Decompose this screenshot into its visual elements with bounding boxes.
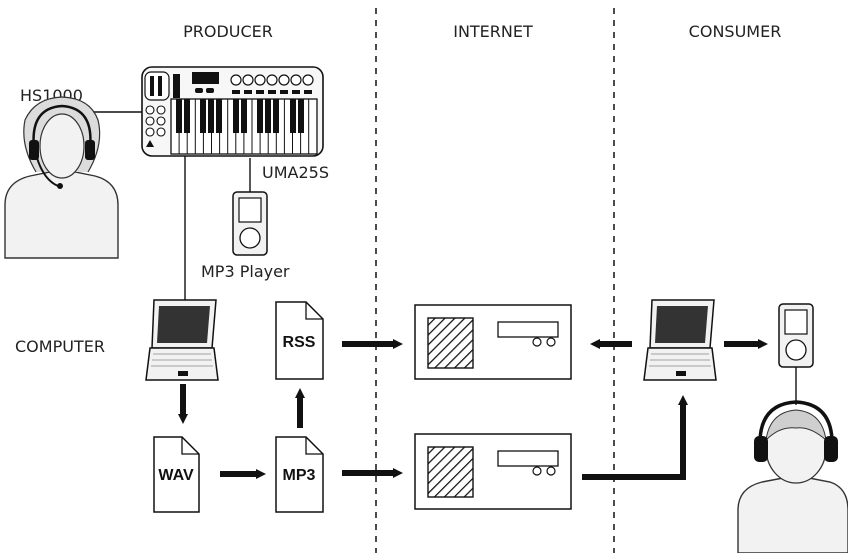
mp3-player-icon <box>232 191 268 256</box>
producer-person-icon <box>4 96 119 259</box>
wav-file-icon <box>153 436 200 513</box>
consumer-person-icon <box>737 400 848 553</box>
uma25s-keyboard-icon <box>141 66 324 157</box>
section-consumer: CONSUMER <box>689 22 782 41</box>
label-computer: COMPUTER <box>15 337 105 356</box>
mp3-file-icon <box>275 436 324 513</box>
section-producer: PRODUCER <box>183 22 273 41</box>
section-internet: INTERNET <box>453 22 533 41</box>
consumer-laptop-icon <box>643 299 717 381</box>
rss-file-icon <box>275 301 324 380</box>
label-mp3-player: MP3 Player <box>201 262 290 281</box>
rss-file-label: RSS <box>283 334 316 351</box>
label-uma25s: UMA25S <box>262 163 329 182</box>
rss-server-icon <box>414 304 572 380</box>
arrow-mp3-server-to-consumer <box>582 395 688 480</box>
consumer-mp3-player-icon <box>778 303 814 368</box>
mp3-file-label: MP3 <box>283 467 316 484</box>
wav-file-label: WAV <box>158 467 194 484</box>
mp3-server-icon <box>414 433 572 510</box>
producer-laptop-icon <box>145 299 219 381</box>
